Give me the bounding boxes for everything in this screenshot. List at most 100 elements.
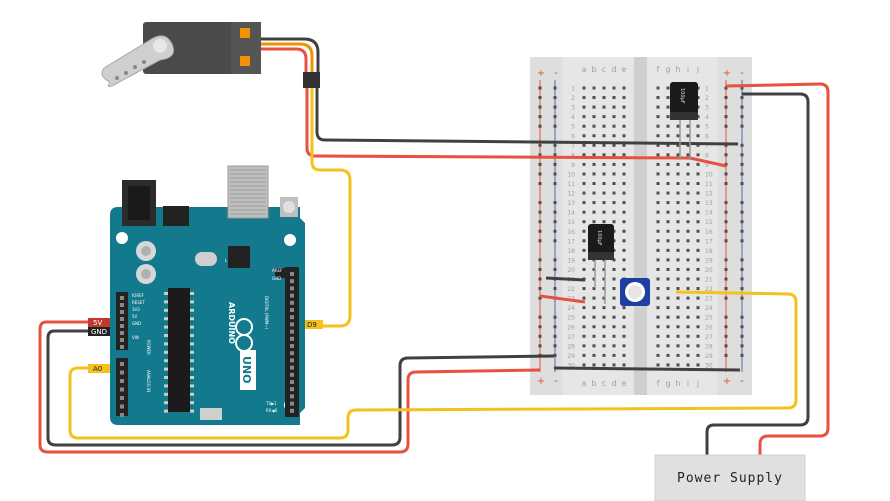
breadboard-hole [676,325,680,329]
chip-leg [164,392,168,396]
breadboard-hole [696,306,700,310]
rail-minus-bottom-left: - [554,376,558,387]
breadboard-hole [656,267,660,271]
breadboard-hole [696,363,700,367]
column-label: a [582,65,587,74]
row-number: 27 [705,334,713,341]
arduino-logo: ARDUINO UNO [227,302,256,390]
column-label: i [687,379,689,388]
rail-hole [553,105,557,109]
uno-label: UNO [240,356,253,384]
breadboard-hole [656,86,660,90]
breadboard-hole [696,267,700,271]
atmega-chip-legs [164,292,194,413]
breadboard-hole [612,220,616,224]
row-number: 6 [571,133,575,140]
rail-hole [740,258,744,262]
breadboard-hole [582,239,586,243]
breadboard-hole [656,105,660,109]
rail-hole [538,115,542,119]
row-number: 13 [705,200,713,207]
breadboard-hole [612,210,616,214]
rail-hole [724,258,728,262]
breadboard-hole [696,124,700,128]
breadboard-hole [686,277,690,281]
power-supply-label: Power Supply [677,471,783,486]
breadboard-hole [686,220,690,224]
wire-a0 [68,290,798,440]
label-gnd-small: GND [132,321,141,326]
row-number: 20 [567,267,575,274]
breadboard-hole [686,191,690,195]
voltage-regulator [163,206,189,226]
row-number: 10 [705,171,713,178]
rail-hole [553,287,557,291]
breadboard-hole [622,229,626,233]
breadboard-hole [656,315,660,319]
rail-hole [553,334,557,338]
row-number: 30 [705,362,713,369]
breadboard-hole [582,182,586,185]
row-number: 6 [705,133,709,140]
logo-text: ARDUINO [227,302,236,344]
rail-hole [740,172,744,176]
chip-leg [164,317,168,321]
breadboard-hole [612,105,616,109]
rail-hole [740,162,744,166]
breadboard-hole [666,153,670,157]
breadboard-hole [602,267,606,271]
breadboard-hole [696,134,700,138]
header-pin [290,394,294,399]
rail-hole [538,153,542,157]
breadboard-hole [656,287,660,291]
breadboard-hole [696,172,700,176]
wire-servo-signal [310,88,352,328]
breadboard-hole [592,315,596,319]
rail-hole [740,96,744,100]
breadboard-hole [656,353,660,357]
rail-hole [724,210,728,214]
breadboard-hole [622,210,626,214]
rail-hole [724,115,728,119]
breadboard-hole [582,325,586,329]
breadboard-hole [656,153,660,157]
header-pin [290,329,294,334]
rail-hole [724,220,728,224]
header-pin [290,401,294,406]
header-pin [120,324,124,328]
breadboard-hole [676,315,680,319]
breadboard-hole [666,210,670,214]
breadboard-hole [676,363,680,367]
breadboard-hole [612,277,616,281]
row-number: 11 [567,181,575,188]
rail-hole [740,220,744,224]
row-number: 19 [705,257,713,264]
label-aref: AREF [272,268,283,273]
breadboard-hole [656,325,660,329]
rail-hole [553,96,557,100]
header-pin [120,387,124,392]
row-number: 12 [705,191,713,198]
breadboard-hole [676,296,680,300]
mount-hole-3 [284,234,296,246]
breadboard-hole [696,334,700,338]
header-pin [120,404,124,409]
breadboard-hole [676,248,680,252]
breadboard-hole [686,334,690,338]
breadboard-hole [622,239,626,243]
breadboard-hole [666,115,670,119]
breadboard-hole [622,344,626,348]
label-l: L [225,258,228,263]
breadboard-hole [696,344,700,348]
row-number: 3 [571,105,575,112]
rail-hole [740,325,744,329]
rail-hole [553,325,557,329]
label-vin: VIN [132,335,139,340]
row-number: 8 [571,152,575,159]
rail-hole [553,210,557,214]
row-number: 26 [567,324,575,331]
breadboard-hole [582,172,586,176]
breadboard-hole [666,306,670,310]
